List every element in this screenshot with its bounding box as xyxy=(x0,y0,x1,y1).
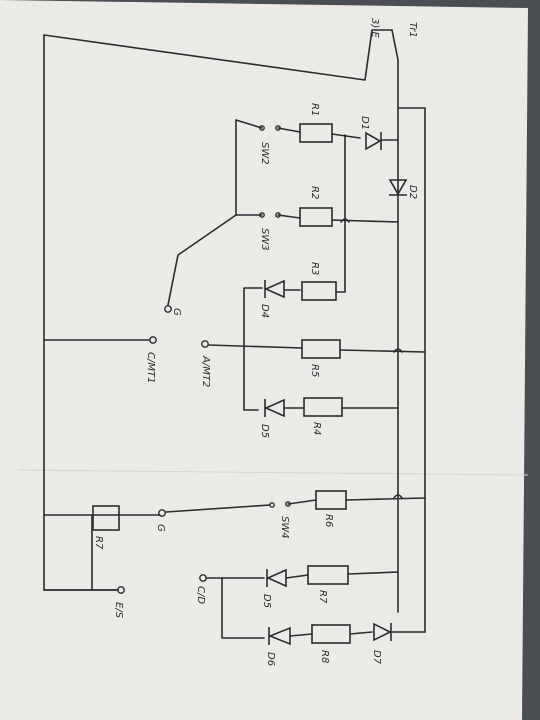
resistor-r2-label: R2 xyxy=(309,186,320,199)
diode-d2 xyxy=(388,179,408,196)
diode-d1 xyxy=(365,131,382,151)
switch-sw4-contact-b xyxy=(285,501,291,507)
switch-sw2-contact-b xyxy=(275,125,281,131)
terminal-c-mt1 xyxy=(149,336,157,344)
terminal-e-s xyxy=(117,586,125,594)
wire-crossings xyxy=(340,218,403,499)
switch-sw4-contact-a xyxy=(269,502,275,508)
diode-d1-label: D1 xyxy=(359,116,370,130)
resistor-r8 xyxy=(311,624,351,644)
diode-d6 xyxy=(267,626,291,646)
diagram-title: 3) E xyxy=(369,18,380,38)
resistor-r3 xyxy=(301,281,337,301)
branch-d4 xyxy=(243,134,346,411)
resistor-r9 xyxy=(92,505,120,531)
terminal-g-top xyxy=(164,305,172,313)
switch-sw3-contact-a xyxy=(259,212,265,218)
diode-d5-upper xyxy=(264,398,285,418)
diode-d4 xyxy=(264,279,285,299)
resistor-r7 xyxy=(307,565,349,585)
resistor-r3-label: R3 xyxy=(309,262,320,275)
resistor-r9-label: R7 xyxy=(93,536,104,550)
diode-d5-lower-label: D5 xyxy=(261,594,272,608)
terminal-e-s-label: E/S xyxy=(113,602,124,619)
corner-mark: Tr1 xyxy=(407,22,418,38)
switch-sw2-contact-a xyxy=(259,125,265,131)
diode-d2-label: D2 xyxy=(407,185,418,199)
switch-sw4-label: SW4 xyxy=(279,516,290,539)
diode-d7 xyxy=(373,622,392,642)
terminal-c-mt1-label: C/MT1 xyxy=(145,352,156,383)
switch-sw2-label: SW2 xyxy=(259,142,270,165)
switch-sw3-contact-b xyxy=(275,212,281,218)
branch-r5 xyxy=(207,344,426,353)
diode-d4-label: D4 xyxy=(259,304,270,318)
resistor-r1 xyxy=(299,123,333,143)
branch-sw2 xyxy=(235,119,399,216)
resistor-r6 xyxy=(315,490,347,510)
resistor-r5 xyxy=(301,339,341,359)
branch-c-d xyxy=(205,571,426,639)
paper-fold xyxy=(17,469,529,476)
resistor-r1-label: R1 xyxy=(309,103,320,116)
resistor-r8-label: R8 xyxy=(319,650,330,663)
resistor-r4 xyxy=(303,397,343,417)
diode-d5-upper-label: D5 xyxy=(259,424,270,438)
terminal-g-bottom xyxy=(158,509,166,517)
terminal-g-top-label: G xyxy=(171,308,182,316)
terminal-a-mt2 xyxy=(201,340,209,348)
switch-sw3-label: SW3 xyxy=(259,228,270,251)
resistor-r6-label: R6 xyxy=(323,514,334,527)
branch-sw4 xyxy=(165,497,426,513)
resistor-r4-label: R4 xyxy=(311,422,322,435)
diode-d7-label: D7 xyxy=(371,650,382,665)
paper-sheet xyxy=(0,0,528,720)
resistor-r5-label: R5 xyxy=(309,364,320,377)
terminal-a-mt2-label: A/MT2 xyxy=(200,355,211,387)
terminal-c-d xyxy=(199,574,207,582)
resistor-r2 xyxy=(299,207,333,227)
diode-d5-lower xyxy=(266,568,287,588)
resistor-r7-label: R7 xyxy=(317,590,328,604)
diode-d6-label: D6 xyxy=(265,652,276,666)
terminal-c-d-label: C/D xyxy=(195,586,206,604)
terminal-g-bottom-label: G xyxy=(155,524,166,532)
